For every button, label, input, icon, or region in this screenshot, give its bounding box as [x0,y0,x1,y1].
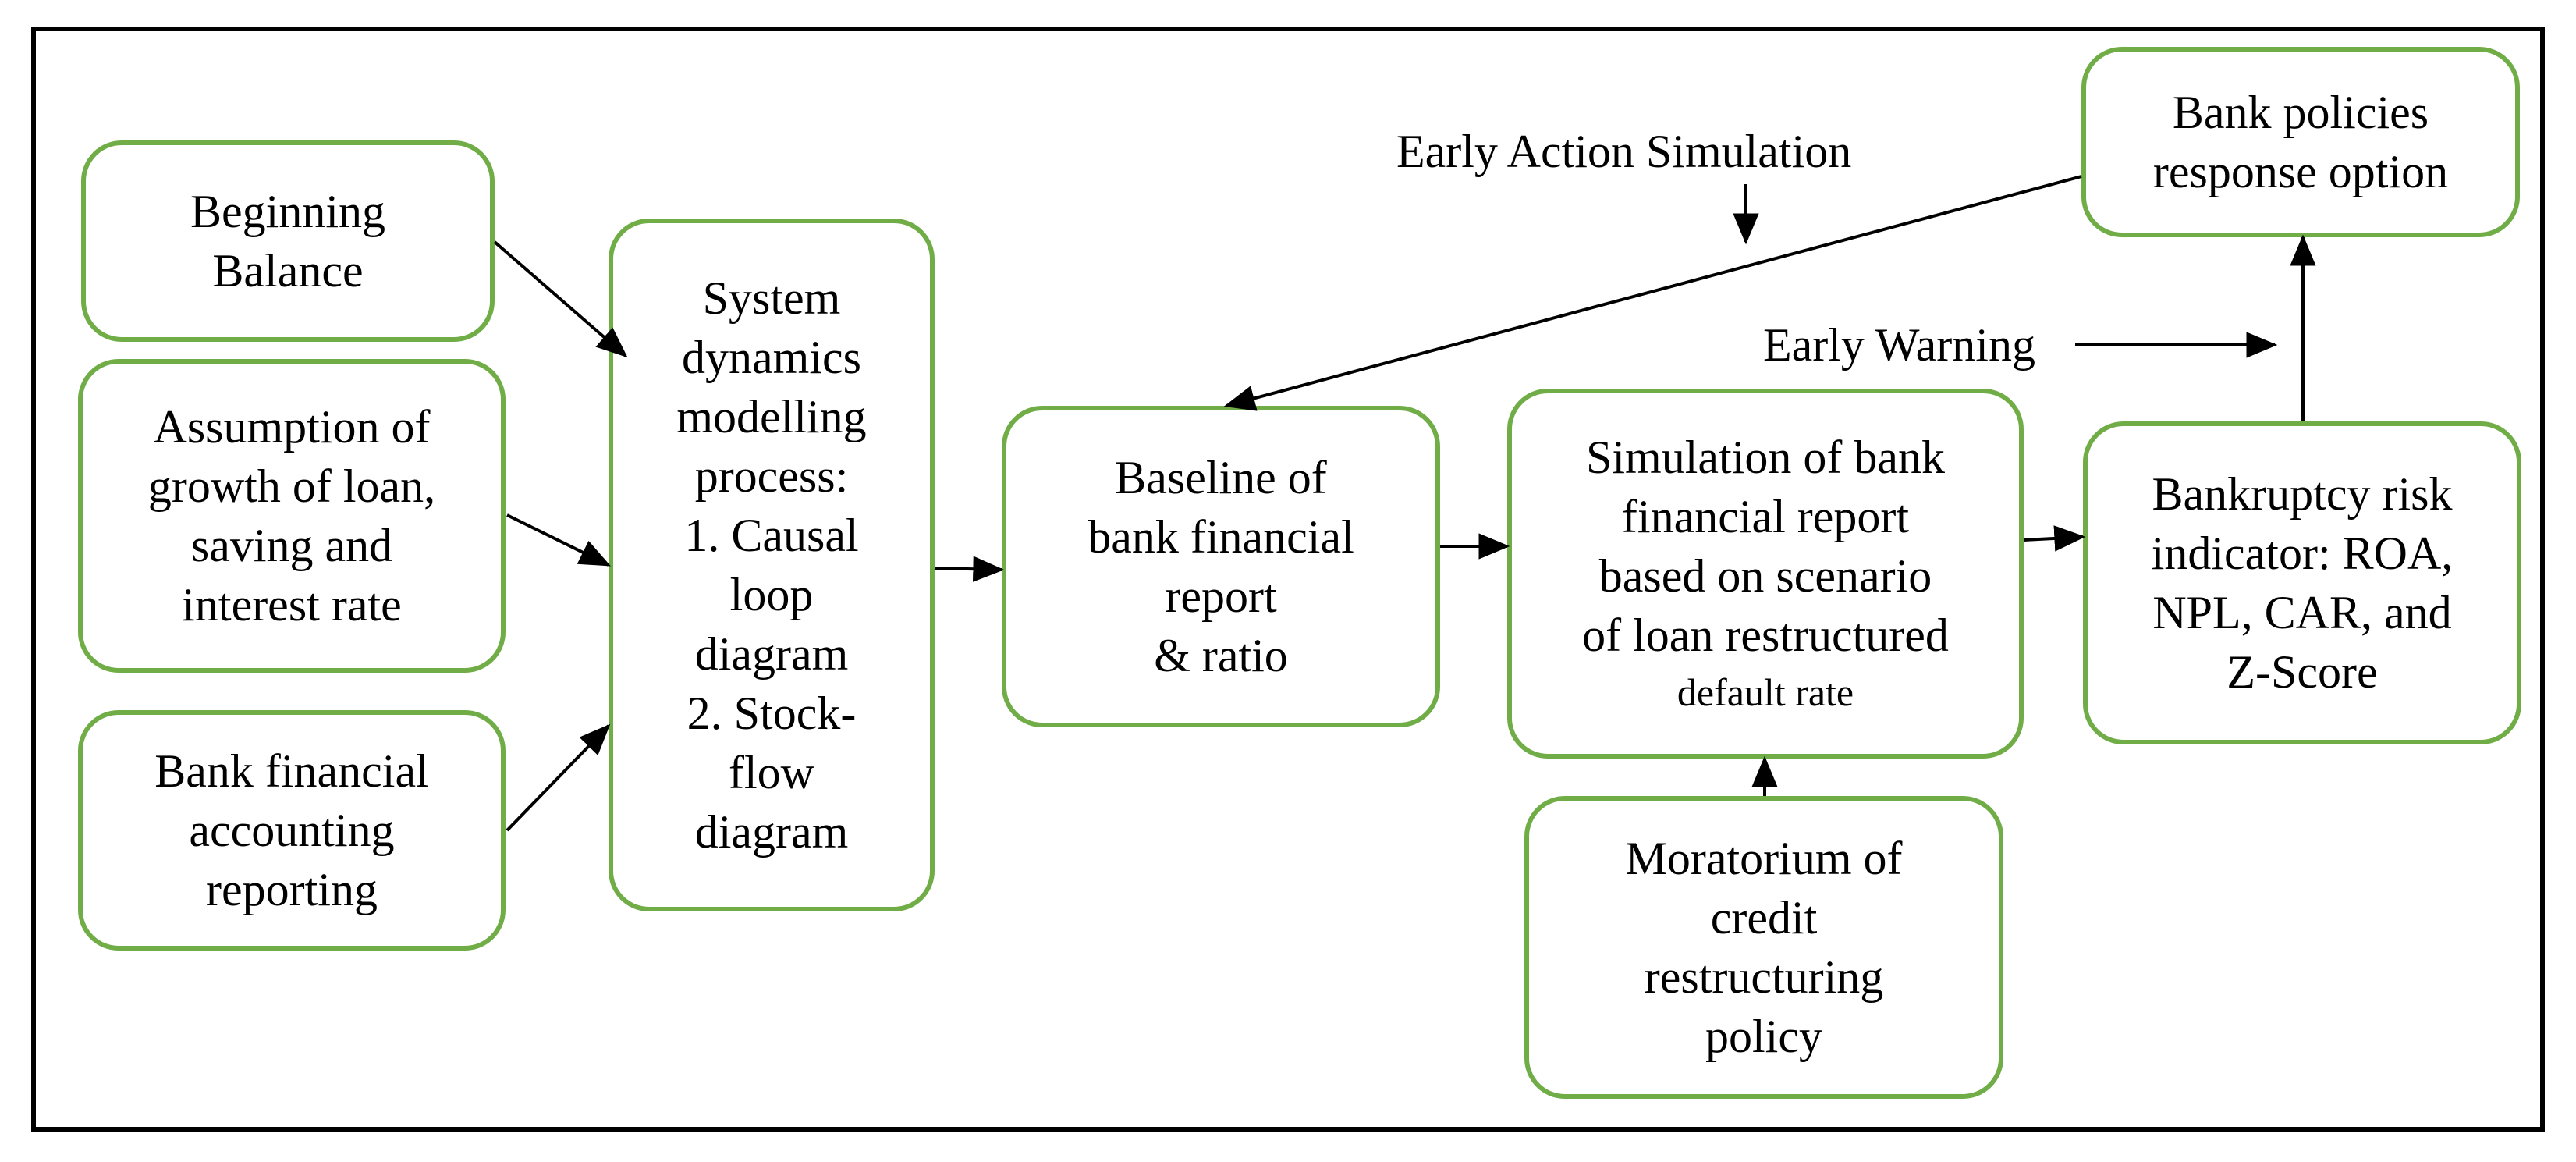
box-text-line: reporting [206,864,378,915]
box-text-line: Bankruptcy risk [2152,468,2453,520]
box-text-line: interest rate [182,579,402,631]
beginning-balance-box: Beginning Balance [81,140,495,342]
early-action-simulation-label: Early Action Simulation [1396,126,1852,177]
box-text-line: of loan restructured [1582,609,1949,661]
diagram-frame [31,27,2545,1132]
arrow-policies-to-baseline [1223,175,2082,411]
box-text-line: Beginning [190,186,385,237]
box-text-line: based on scenario [1598,550,1932,602]
bankruptcy-indicator-box: Bankruptcy risk indicator: ROA, NPL, CAR… [2083,421,2521,744]
box-text-line: modelling [676,391,867,442]
box-text-line: System [702,272,841,324]
box-text-line: restructuring [1644,951,1884,1003]
box-text-line: Moratorium of [1625,833,1903,884]
box-text-line: Baseline of [1115,452,1327,503]
box-text-line: policy [1705,1011,1822,1062]
arrow-beginning-to-system [493,240,628,358]
box-text-line: default rate [1677,670,1854,714]
box-text-line: indicator: ROA, [2151,528,2454,579]
baseline-report-box: Baseline of bank financial report & rati… [1002,406,1440,727]
box-text-line: accounting [189,805,395,856]
box-text-line: report [1165,570,1277,622]
box-text-line: saving and [190,520,393,571]
box-text-line: Bank policies [2172,87,2429,138]
box-text-line: dynamics [682,332,861,383]
simulation-report-box: Simulation of bank financial report base… [1507,389,2024,759]
box-text-line: Balance [212,245,364,297]
box-text-line: bank financial [1088,511,1354,563]
arrow-assumption-to-system [506,513,611,567]
bank-accounting-box: Bank financial accounting reporting [78,710,506,951]
system-dynamics-box: System dynamics modelling process: 1. Ca… [609,219,935,911]
box-text-line: growth of loan, [147,460,436,512]
moratorium-box: Moratorium of credit restructuring polic… [1524,796,2003,1099]
arrow-system-to-baseline [934,556,1005,582]
box-text-line: loop [729,569,814,620]
box-text-line: NPL, CAR, and [2152,587,2452,638]
box-text-line: financial report [1621,491,1910,542]
box-text-line: & ratio [1154,630,1288,681]
box-text-line: diagram [694,806,849,858]
box-text-line: response option [2152,146,2449,197]
box-text-line: Simulation of bank [1586,432,1945,483]
box-text-line: 1. Causal [684,510,859,561]
box-text-line: 2. Stock- [687,688,857,739]
box-text-line: diagram [694,628,849,680]
box-text-line: credit [1710,892,1818,943]
box-text-line: Z-Score [2227,646,2378,698]
assumption-growth-box: Assumption of growth of loan, saving and… [78,359,506,673]
box-text-line: flow [729,747,814,798]
box-text-line: Bank financial [154,745,429,797]
arrow-simulation-to-bankruptcy [2023,525,2086,552]
box-text-line: process: [694,450,849,502]
box-text-line: Assumption of [153,401,431,453]
arrow-accounting-to-system [506,723,611,832]
early-warning-label: Early Warning [1763,319,2035,371]
